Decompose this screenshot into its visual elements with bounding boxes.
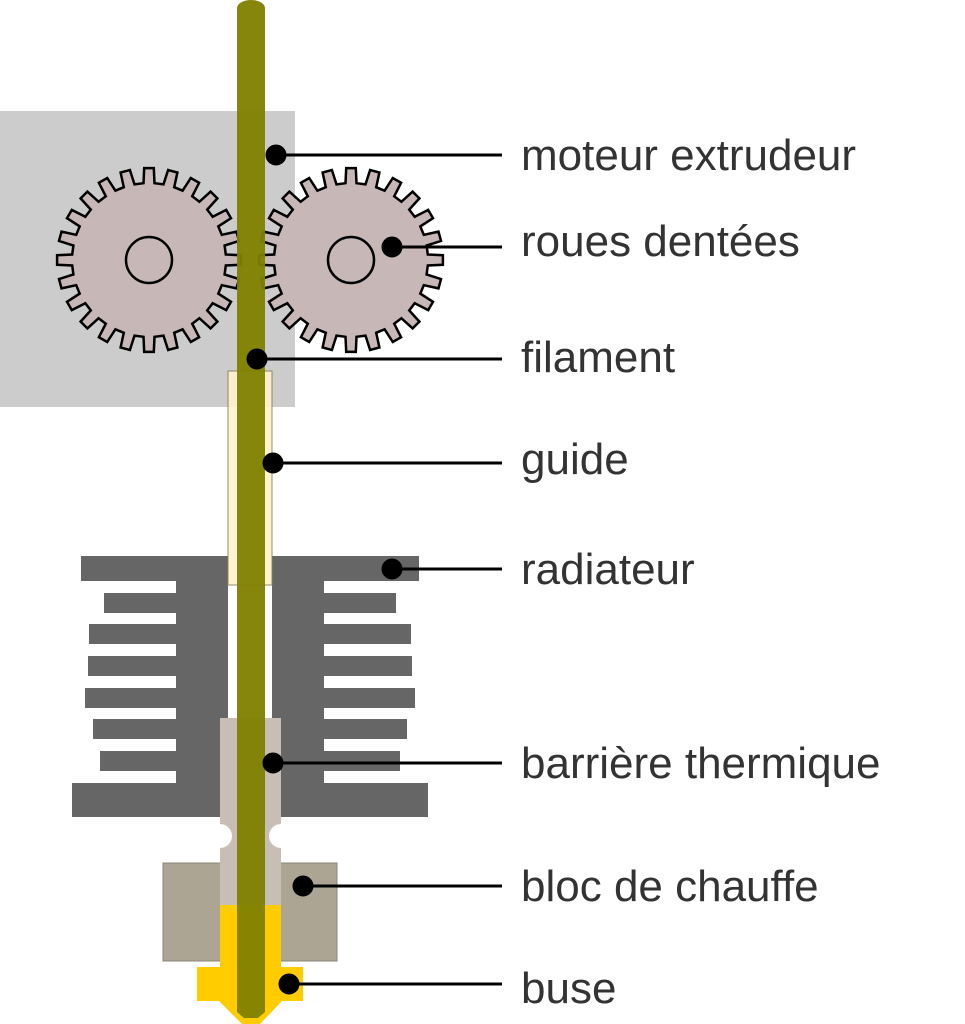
label-gears: roues dentées xyxy=(521,217,800,266)
drive-gear-right xyxy=(257,166,445,354)
drive-gear-left xyxy=(55,166,243,354)
label-motor: moteur extrudeur xyxy=(521,131,856,180)
label-guide: guide xyxy=(521,435,629,484)
drive-gear-right-hub xyxy=(326,235,376,285)
label-nozzle: buse xyxy=(521,964,616,1013)
drive-gear-left-hub xyxy=(124,235,174,285)
filament xyxy=(237,0,265,1018)
label-heatbreak: barrière thermique xyxy=(521,739,881,788)
leader-lines xyxy=(246,144,502,995)
label-heatsink: radiateur xyxy=(521,545,695,594)
label-filament: filament xyxy=(521,333,675,382)
label-heater-block: bloc de chauffe xyxy=(521,862,819,911)
